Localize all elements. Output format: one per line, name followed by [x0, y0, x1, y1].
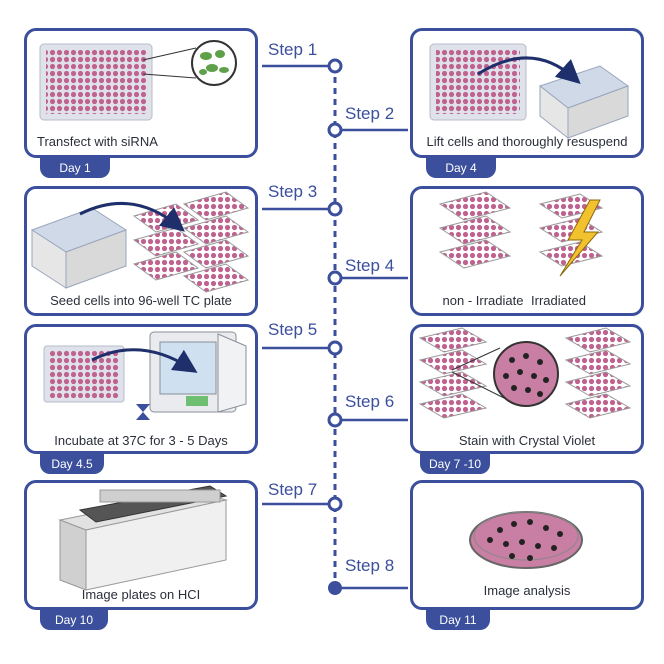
tip-box-icon — [538, 65, 630, 140]
tip-box-icon-2 — [30, 207, 128, 289]
petri-dish-zoom-icon — [493, 341, 559, 407]
step2-caption: Lift cells and thoroughly resuspend — [426, 134, 628, 149]
hourglass-icon — [136, 404, 150, 420]
step-5-label: Step 5 — [268, 320, 318, 339]
day1-tag: Day 1 — [40, 158, 110, 178]
day11-tag: Day 11 — [426, 610, 490, 630]
imager-icon — [58, 485, 228, 591]
day7-10-tag: Day 7 -10 — [420, 454, 490, 474]
step-2-label: Step 2 — [345, 104, 395, 123]
step8-caption: Image analysis — [483, 583, 571, 598]
stained-plates-right-icon — [564, 327, 632, 419]
step-1-label: Step 1 — [268, 40, 318, 59]
step7-caption: Image plates on HCI — [81, 587, 201, 602]
timeline — [262, 58, 408, 595]
step-6-label: Step 6 — [345, 392, 395, 411]
step3-caption: Seed cells into 96-well TC plate — [50, 293, 232, 308]
step-3-label: Step 3 — [268, 182, 318, 201]
stained-plates-left-icon — [418, 327, 488, 419]
incubator-icon — [149, 331, 247, 413]
non-irradiated-plates-icon — [438, 191, 512, 269]
step-7-label: Step 7 — [268, 480, 318, 499]
lightning-icon — [559, 199, 601, 277]
step-8-label: Step 8 — [345, 556, 395, 575]
non-irradiate-label: non - Irradiate — [442, 293, 524, 308]
microscope-zoom-icon — [191, 40, 237, 86]
day45-tag: Day 4.5 — [40, 454, 104, 474]
well-plate-icon — [39, 43, 153, 121]
step-4-label: Step 4 — [345, 256, 395, 275]
irradiated-label: Irradiated — [531, 293, 586, 308]
step6-caption: Stain with Crystal Violet — [458, 433, 596, 448]
stacked-plates-icon — [132, 191, 250, 293]
step5-caption: Incubate at 37C for 3 - 5 Days — [54, 433, 228, 448]
petri-dish-icon — [469, 511, 583, 569]
day10-tag: Day 10 — [40, 610, 108, 630]
step1-caption: Transfect with siRNA — [37, 134, 158, 149]
day4-tag: Day 4 — [426, 158, 496, 178]
